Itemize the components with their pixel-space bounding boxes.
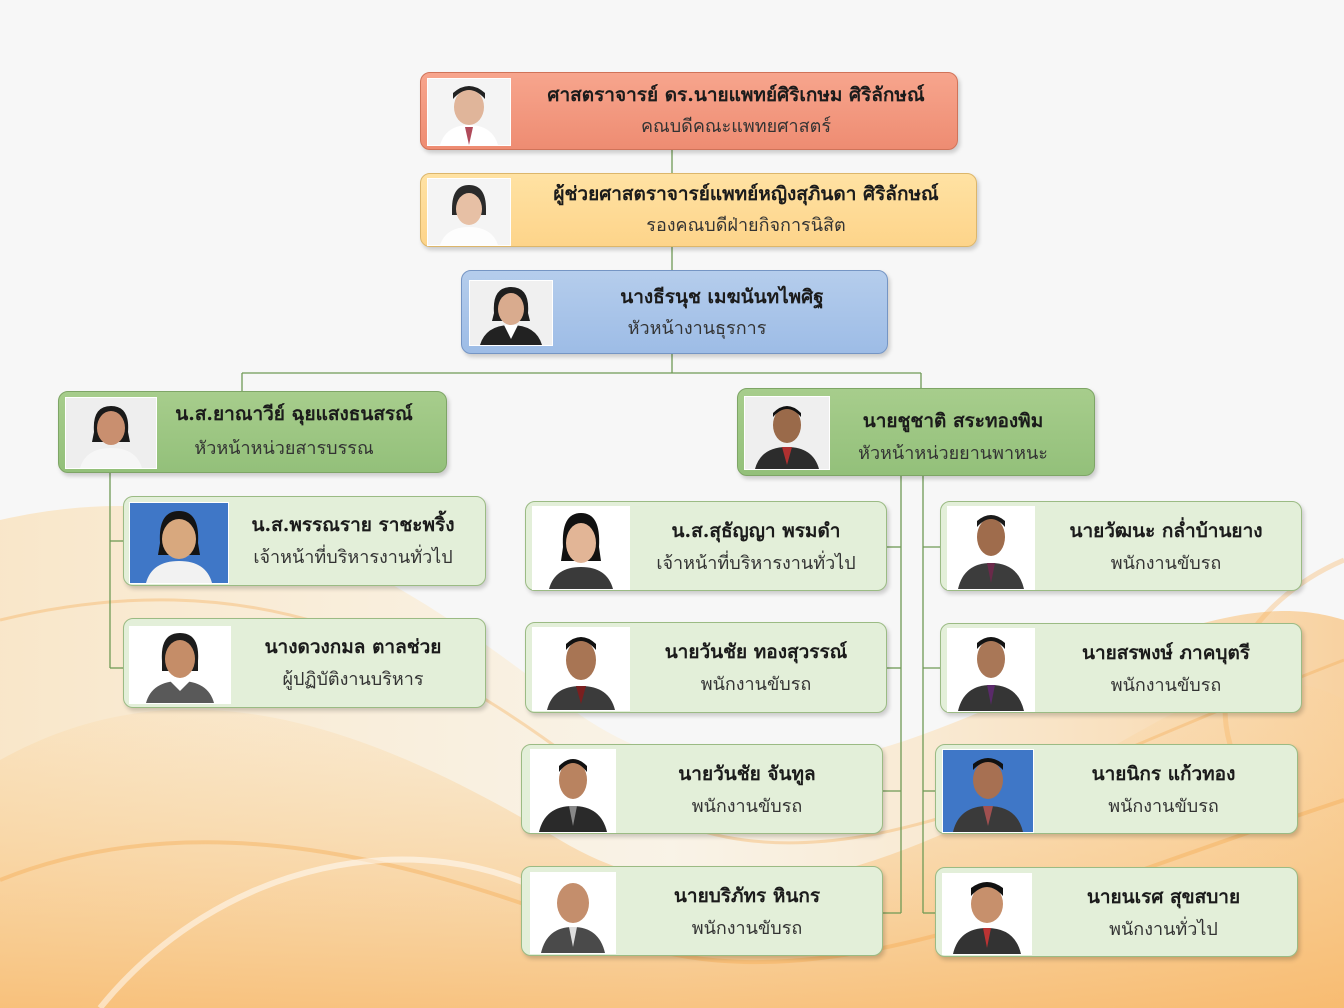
staff-role: พนักงานขับรถ [691,796,803,817]
vice-dean-role: รองคณบดีฝ่ายกิจการนิสิต [646,215,846,236]
person-photo-icon [532,506,630,590]
staff-card: นายบริภัทร หินกร พนักงานขับรถ [521,866,883,956]
person-photo-icon [942,749,1034,833]
head-vehicles-name: นายชูชาติ สระทองพิม [862,410,1044,432]
staff-card: นายนิกร แก้วทอง พนักงานขับรถ [935,744,1298,834]
staff-role: พนักงานขับรถ [1110,553,1222,574]
head-documents-role: หัวหน้าหน่วยสารบรรณ [194,438,374,459]
staff-name: น.ส.สุธัญญา พรมดำ [671,520,841,542]
person-photo-icon [530,872,616,954]
staff-card: น.ส.พรรณราย ราชะพริ้ง เจ้าหน้าที่บริหารง… [123,496,486,586]
person-photo-icon [469,280,553,346]
staff-name: นายนเรศ สุขสบาย [1086,886,1241,908]
person-photo-icon [427,78,511,146]
head-vehicles-role: หัวหน้าหน่วยยานพาหนะ [858,443,1048,464]
person-photo-icon [129,626,231,704]
dean-box: ศาสตราจารย์ ดร.นายแพทย์ศิริเกษม ศิริลักษ… [420,72,958,150]
person-photo-icon [947,628,1035,712]
person-photo-icon [947,506,1035,590]
staff-card: นายวันชัย ทองสุวรรณ์ พนักงานขับรถ [525,622,887,713]
dean-role: คณบดีคณะแพทยศาสตร์ [640,116,832,137]
person-photo-icon [942,873,1032,955]
staff-role: พนักงานขับรถ [1110,675,1222,696]
head-admin-role: หัวหน้างานธุรการ [627,318,767,339]
person-photo-icon [530,749,616,833]
staff-role: เจ้าหน้าที่บริหารงานทั่วไป [253,547,453,568]
staff-card: นายวันชัย จันทูล พนักงานขับรถ [521,744,883,834]
staff-name: นายนิกร แก้วทอง [1091,763,1236,785]
head-admin-box: นางธีรนุช เมฆนันทไพศิฐ หัวหน้างานธุรการ [461,270,888,354]
staff-card: นายสรพงษ์ ภาคบุตรี พนักงานขับรถ [940,623,1302,713]
staff-name: น.ส.พรรณราย ราชะพริ้ง [251,514,455,536]
head-vehicles-box: นายชูชาติ สระทองพิม หัวหน้าหน่วยยานพาหนะ [737,388,1095,476]
staff-role: พนักงานทั่วไป [1109,919,1218,940]
head-admin-name: นางธีรนุช เมฆนันทไพศิฐ [620,286,824,308]
vice-dean-box: ผู้ช่วยศาสตราจารย์แพทย์หญิงสุภินดา ศิริล… [420,173,977,247]
staff-role: เจ้าหน้าที่บริหารงานทั่วไป [656,553,856,574]
head-documents-name: น.ส.ยาณาวีย์ ฉุยแสงธนสรณ์ [175,403,413,425]
staff-role: พนักงานขับรถ [691,918,803,939]
staff-name: นายสรพงษ์ ภาคบุตรี [1081,642,1251,664]
staff-role: พนักงานขับรถ [700,674,812,695]
staff-card: นายวัฒนะ กล่ำบ้านยาง พนักงานขับรถ [940,501,1302,591]
staff-role: พนักงานขับรถ [1108,796,1219,817]
person-photo-icon [65,397,157,469]
staff-card: นางดวงกมล ตาลช่วย ผู้ปฏิบัติงานบริหาร [123,618,486,708]
staff-card: นายนเรศ สุขสบาย พนักงานทั่วไป [935,867,1298,957]
person-photo-icon [129,502,229,584]
vice-dean-name: ผู้ช่วยศาสตราจารย์แพทย์หญิงสุภินดา ศิริล… [553,183,939,205]
person-photo-icon [532,627,630,711]
person-photo-icon [427,178,511,246]
staff-name: นางดวงกมล ตาลช่วย [264,636,442,658]
staff-name: นายบริภัทร หินกร [673,885,821,907]
head-documents-box: น.ส.ยาณาวีย์ ฉุยแสงธนสรณ์ หัวหน้าหน่วยสา… [58,391,447,473]
staff-card: น.ส.สุธัญญา พรมดำ เจ้าหน้าที่บริหารงานทั… [525,501,887,591]
person-photo-icon [744,396,830,470]
staff-name: นายวัฒนะ กล่ำบ้านยาง [1069,520,1263,542]
staff-role: ผู้ปฏิบัติงานบริหาร [282,669,424,690]
staff-name: นายวันชัย จันทูล [678,763,816,785]
staff-name: นายวันชัย ทองสุวรรณ์ [664,641,848,663]
dean-name: ศาสตราจารย์ ดร.นายแพทย์ศิริเกษม ศิริลักษ… [547,84,925,106]
